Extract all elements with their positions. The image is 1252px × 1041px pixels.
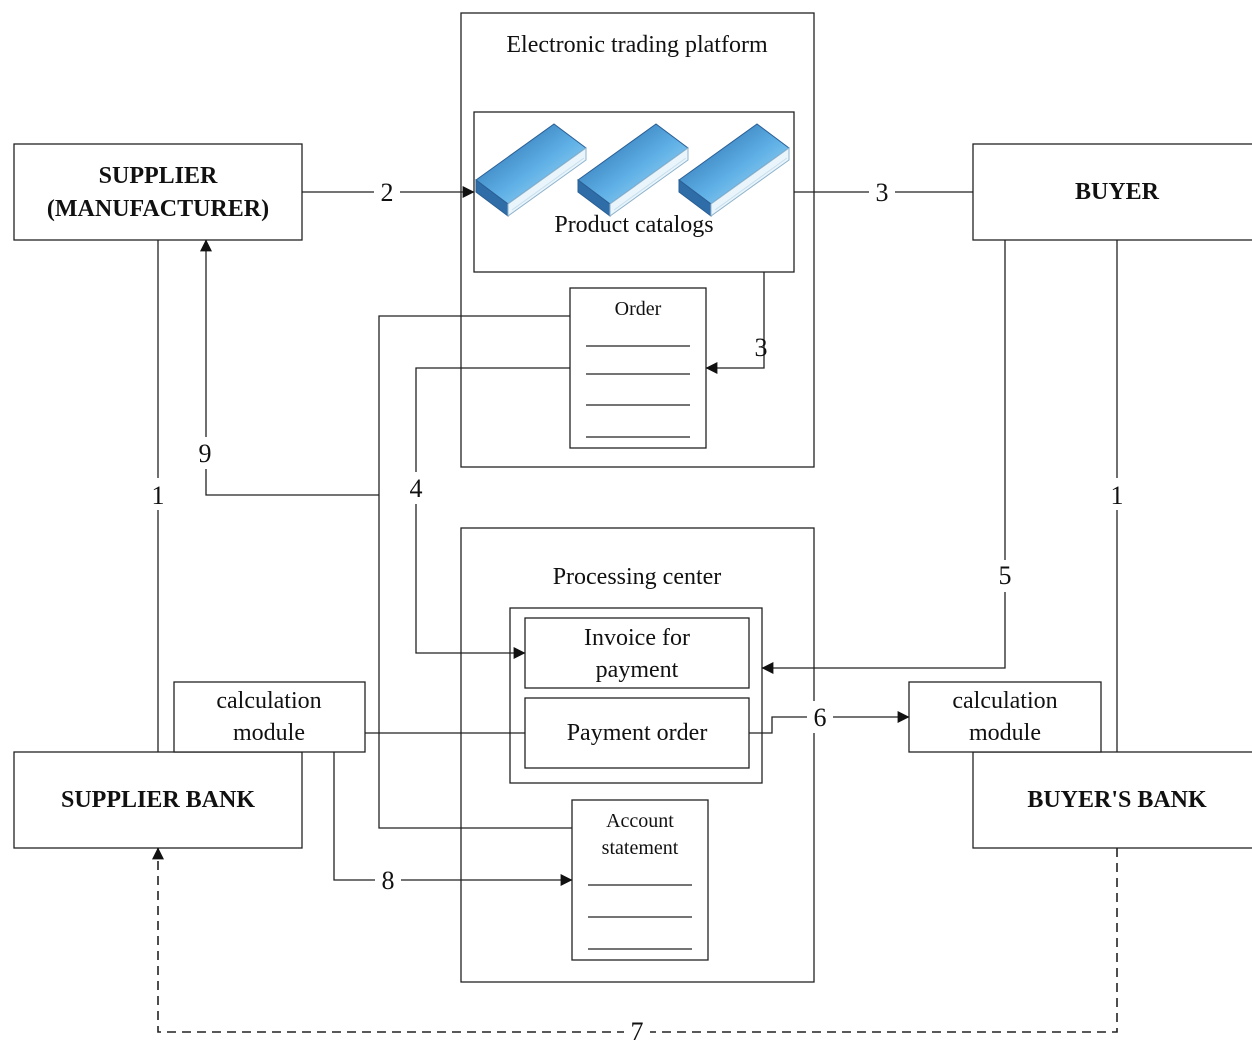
flow-7-label: 7 — [631, 1017, 644, 1041]
buyer-calculation-module — [908, 681, 1102, 753]
flow-6-arrow — [749, 711, 910, 734]
supplier-bank-label: SUPPLIER BANK — [61, 787, 255, 813]
invoice-label-line2: payment — [596, 657, 679, 683]
invoice-for-payment-box — [524, 617, 750, 689]
supplier-bank-box — [13, 751, 303, 849]
order-form-lines — [586, 345, 690, 438]
flow-3-order-label: 3 — [755, 333, 768, 362]
supplier-module-line1: calculation — [216, 688, 321, 714]
flow-4-label: 4 — [410, 474, 423, 503]
statement-form-lines — [588, 884, 692, 950]
supplier-label-line1: SUPPLIER — [99, 163, 218, 189]
buyer-module-line2: module — [969, 720, 1041, 746]
account-statement-line1: Account — [606, 810, 674, 832]
invoice-label-line1: Invoice for — [584, 625, 690, 651]
flow-1-supplier-label: 1 — [152, 481, 165, 510]
flow-5-label: 5 — [999, 561, 1012, 590]
account-statement-line2: statement — [602, 837, 679, 859]
buyers-bank-box — [972, 751, 1252, 849]
flow-8-arrow — [333, 752, 573, 886]
flow-9-label: 9 — [199, 439, 212, 468]
flow-9-trunk-line — [378, 315, 572, 829]
flow-3-catalog-label: 3 — [876, 178, 889, 207]
flow-8-label: 8 — [382, 866, 395, 895]
buyers-bank-label: BUYER'S BANK — [1027, 787, 1207, 813]
flow-1-buyer-label: 1 — [1111, 481, 1124, 510]
flow-4-arrow — [415, 367, 570, 659]
buyer-label: BUYER — [1075, 179, 1160, 205]
order-label: Order — [615, 298, 662, 320]
supplier-box — [13, 143, 303, 241]
buyer-box — [972, 143, 1252, 241]
product-catalogs-label: Product catalogs — [554, 212, 713, 238]
processing-center-title: Processing center — [553, 564, 722, 590]
payment-order-label: Payment order — [567, 720, 708, 746]
flow-5-arrow — [761, 240, 1006, 674]
supplier-calculation-module — [173, 681, 366, 753]
supplier-module-line2: module — [233, 720, 305, 746]
account-statement-document — [571, 799, 709, 961]
flow-2-label: 2 — [381, 178, 394, 207]
electronic-trading-platform-title: Electronic trading platform — [506, 32, 768, 58]
supplier-label-line2: (MANUFACTURER) — [47, 196, 269, 222]
buyer-module-line1: calculation — [952, 688, 1057, 714]
flow-6-label: 6 — [814, 703, 827, 732]
flow-3-order-arrow — [705, 272, 765, 374]
flow-9-arrow — [200, 239, 379, 496]
